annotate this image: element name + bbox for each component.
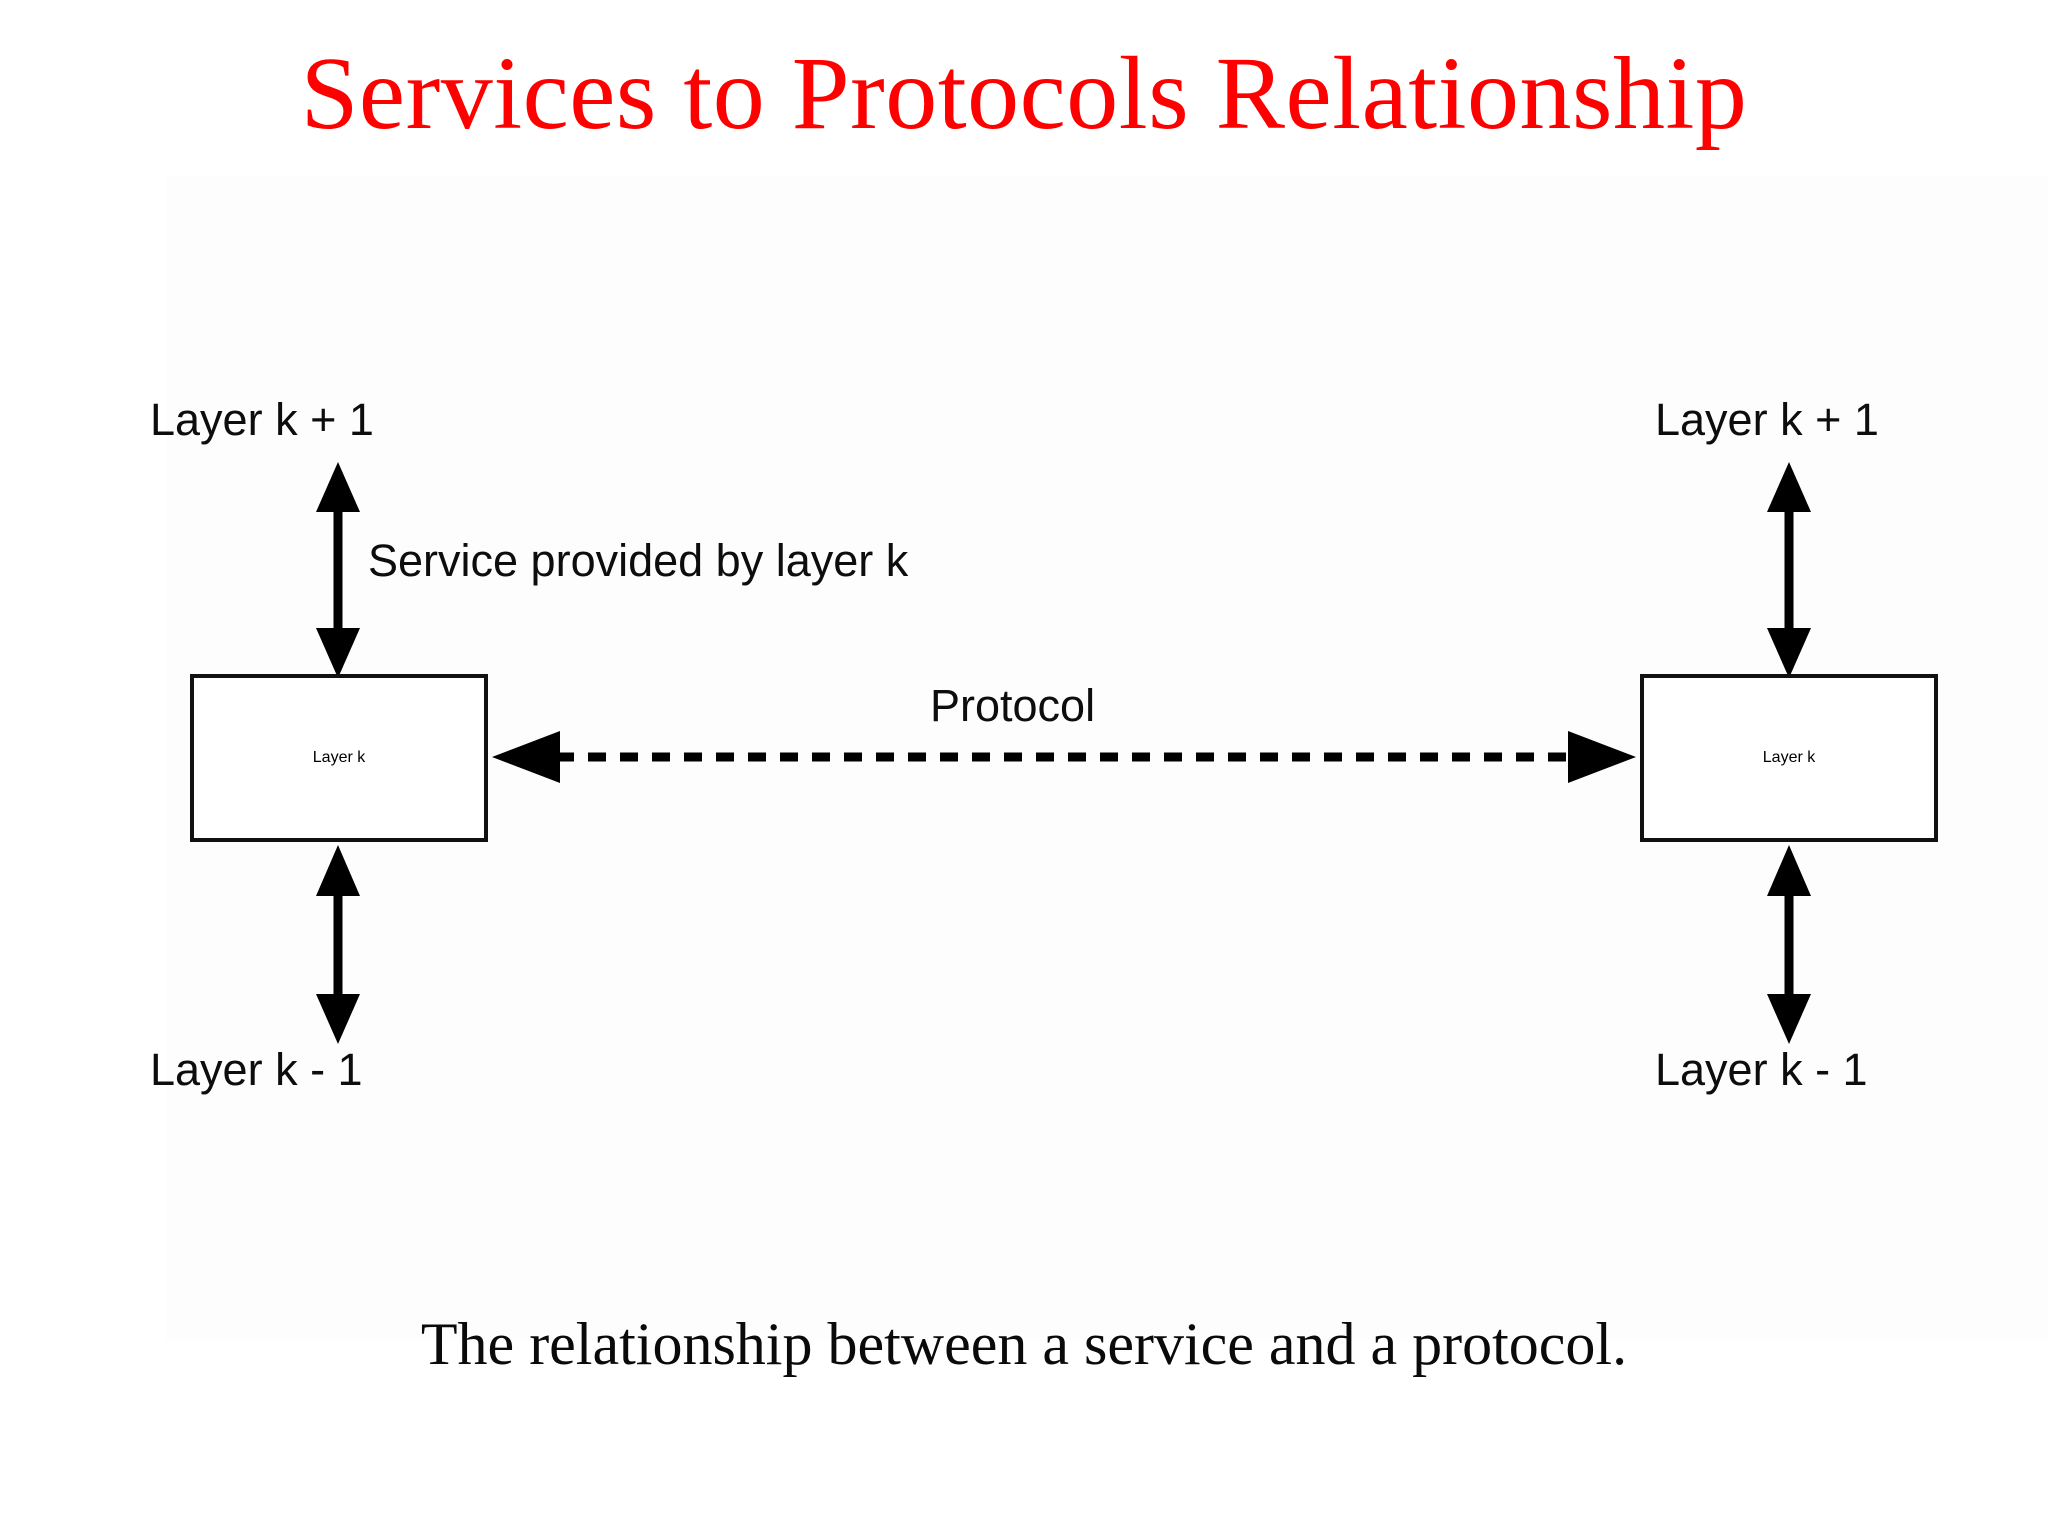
label-left-layer-k-plus-1: Layer k + 1 — [150, 394, 374, 445]
label-left-layer-k-minus-1: Layer k - 1 — [150, 1044, 363, 1095]
box-right-layer-k: Layer k — [1640, 674, 1938, 842]
figure-caption: The relationship between a service and a… — [420, 1311, 1628, 1377]
label-right-layer-k-minus-1: Layer k - 1 — [1655, 1044, 1868, 1095]
label-service-provided: Service provided by layer k — [368, 535, 909, 586]
page-title: Services to Protocols Relationship — [300, 36, 1748, 151]
box-left-layer-k: Layer k — [190, 674, 488, 842]
label-right-layer-k-plus-1: Layer k + 1 — [1655, 394, 1879, 445]
label-protocol: Protocol — [930, 680, 1096, 731]
box-left-layer-k-label: Layer k — [312, 749, 366, 766]
box-right-layer-k-label: Layer k — [1762, 749, 1816, 766]
